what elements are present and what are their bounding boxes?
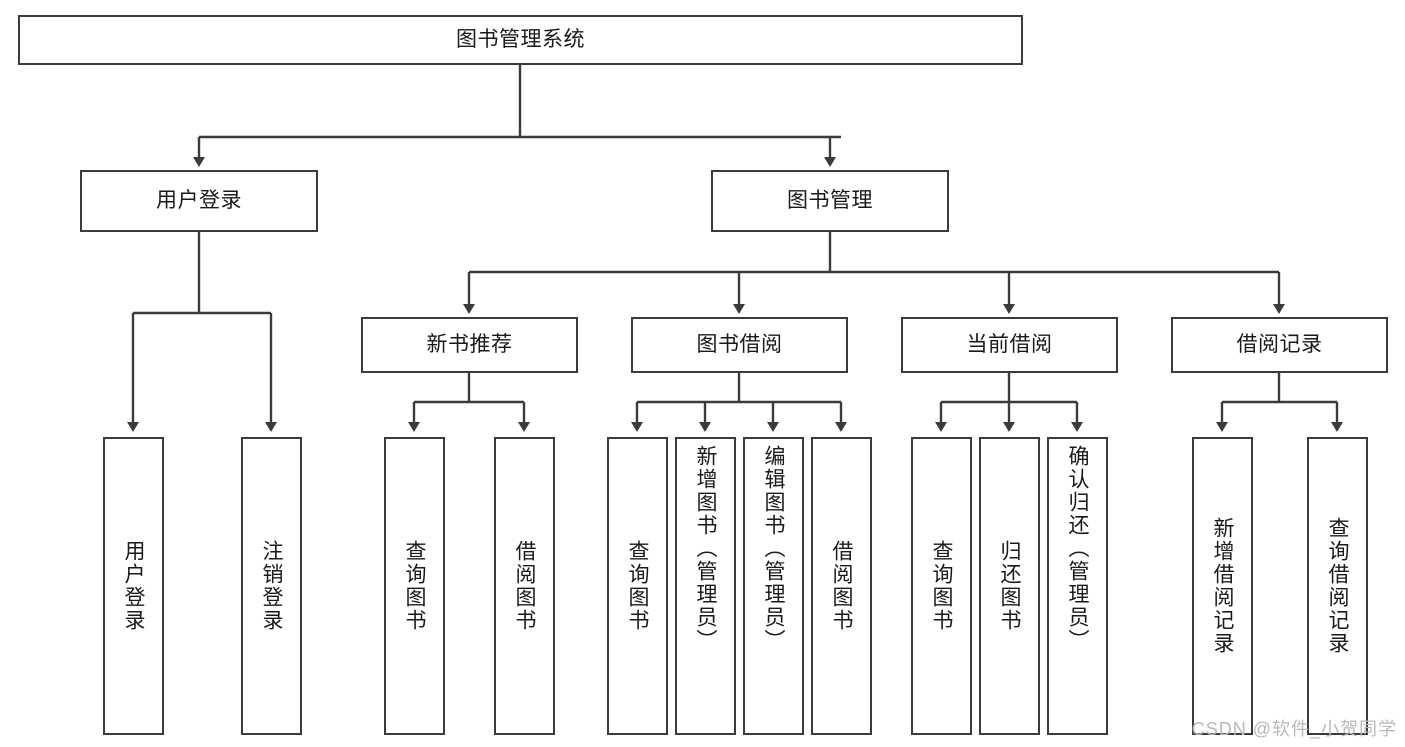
leaf-borrow-book-2[interactable]: 借阅图书 [811, 437, 872, 735]
leaf-query-borrow-record[interactable]: 查询借阅记录 [1307, 437, 1368, 735]
leaf-query-book-2-label: 查询图书 [626, 540, 649, 632]
node-book-manage-label: 图书管理 [787, 188, 873, 212]
leaf-edit-book-label: 编辑图书（管理员） [762, 445, 785, 652]
leaf-logout-login-label: 注销登录 [260, 540, 283, 632]
node-new-book-recommend-label: 新书推荐 [426, 332, 513, 356]
node-user-login[interactable]: 用户登录 [80, 170, 318, 232]
leaf-query-book-3-label: 查询图书 [930, 540, 953, 632]
node-root[interactable]: 图书管理系统 [18, 15, 1023, 65]
node-book-manage[interactable]: 图书管理 [711, 170, 949, 232]
leaf-confirm-return[interactable]: 确认归还（管理员） [1047, 437, 1108, 735]
node-new-book-recommend[interactable]: 新书推荐 [361, 317, 578, 373]
leaf-add-book[interactable]: 新增图书（管理员） [675, 437, 736, 735]
leaf-confirm-return-label: 确认归还（管理员） [1066, 445, 1089, 652]
leaf-borrow-book-1[interactable]: 借阅图书 [494, 437, 555, 735]
node-book-borrow[interactable]: 图书借阅 [631, 317, 848, 373]
csdn-watermark: CSDN @软件_小贺同学 [1191, 719, 1397, 739]
leaf-add-book-label: 新增图书（管理员） [694, 445, 717, 652]
leaf-add-borrow-record[interactable]: 新增借阅记录 [1192, 437, 1253, 735]
leaf-borrow-book-1-label: 借阅图书 [513, 540, 536, 632]
leaf-return-book-label: 归还图书 [998, 540, 1021, 632]
node-borrow-record-label: 借阅记录 [1236, 332, 1323, 356]
node-root-label: 图书管理系统 [456, 27, 585, 51]
leaf-query-book-1-label: 查询图书 [403, 540, 426, 632]
node-current-borrow[interactable]: 当前借阅 [901, 317, 1118, 373]
leaf-logout-login[interactable]: 注销登录 [241, 437, 302, 735]
leaf-borrow-book-2-label: 借阅图书 [830, 540, 853, 632]
node-borrow-record[interactable]: 借阅记录 [1171, 317, 1388, 373]
leaf-edit-book[interactable]: 编辑图书（管理员） [743, 437, 804, 735]
leaf-user-login-label: 用户登录 [122, 540, 145, 632]
leaf-user-login[interactable]: 用户登录 [103, 437, 164, 735]
node-user-login-label: 用户登录 [156, 188, 242, 212]
leaf-query-book-3[interactable]: 查询图书 [911, 437, 972, 735]
leaf-return-book[interactable]: 归还图书 [979, 437, 1040, 735]
node-book-borrow-label: 图书借阅 [696, 332, 783, 356]
node-current-borrow-label: 当前借阅 [966, 332, 1053, 356]
leaf-query-book-1[interactable]: 查询图书 [384, 437, 445, 735]
leaf-query-borrow-record-label: 查询借阅记录 [1326, 517, 1349, 655]
leaf-add-borrow-record-label: 新增借阅记录 [1211, 517, 1234, 655]
leaf-query-book-2[interactable]: 查询图书 [607, 437, 668, 735]
